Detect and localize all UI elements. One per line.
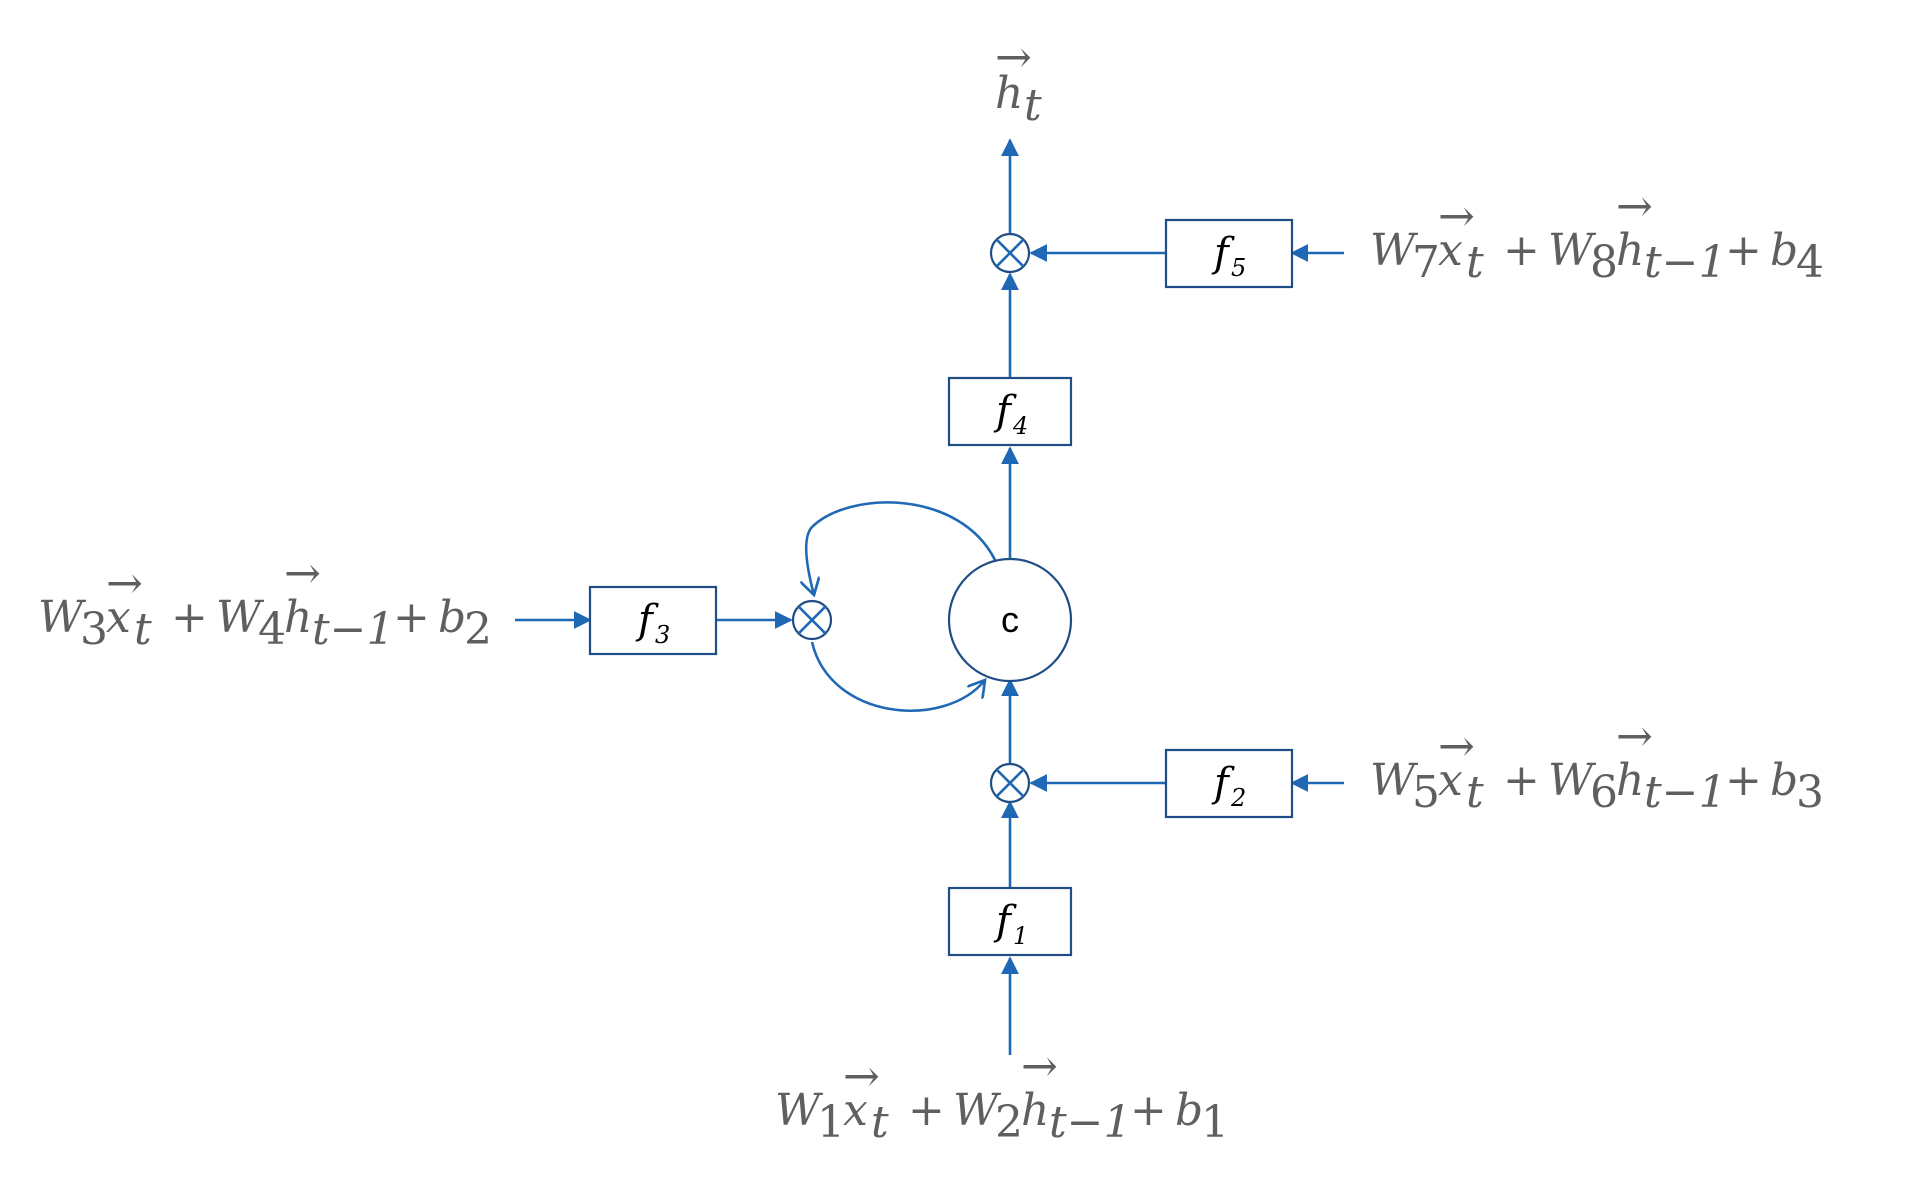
svg-text:b: b bbox=[438, 592, 466, 643]
svg-text:+: + bbox=[1725, 225, 1762, 276]
gate-f5: f 5 bbox=[1164, 218, 1294, 289]
gate-f5-sub: 5 bbox=[1231, 254, 1246, 282]
svg-text:b: b bbox=[1175, 1085, 1203, 1136]
svg-text:t−1: t−1 bbox=[312, 604, 395, 655]
gate-f2: f 2 bbox=[1164, 748, 1294, 819]
cell-label: c bbox=[1001, 599, 1019, 640]
svg-text:+: + bbox=[908, 1085, 945, 1136]
svg-text:4: 4 bbox=[258, 604, 286, 655]
svg-text:W: W bbox=[1370, 225, 1419, 276]
svg-text:t−1: t−1 bbox=[1644, 767, 1727, 818]
svg-text:W: W bbox=[38, 592, 87, 643]
svg-text:t−1: t−1 bbox=[1049, 1097, 1132, 1148]
svg-text:h: h bbox=[1616, 755, 1644, 806]
svg-text:4: 4 bbox=[1796, 237, 1824, 288]
svg-text:→: → bbox=[106, 558, 143, 609]
svg-text:t: t bbox=[134, 604, 152, 655]
svg-text:1: 1 bbox=[817, 1097, 845, 1148]
multiply-node-bottom bbox=[989, 762, 1031, 804]
gate-f1-sub: 1 bbox=[1013, 922, 1028, 950]
output-vec: → bbox=[995, 32, 1032, 83]
output-h: h bbox=[995, 68, 1023, 119]
svg-text:+: + bbox=[171, 592, 208, 643]
svg-text:W: W bbox=[1370, 755, 1419, 806]
svg-text:W: W bbox=[1548, 755, 1597, 806]
svg-text:x: x bbox=[1438, 225, 1463, 276]
svg-text:6: 6 bbox=[1590, 767, 1618, 818]
svg-text:h: h bbox=[284, 592, 312, 643]
gate-f1: f 1 bbox=[947, 886, 1073, 957]
svg-text:→: → bbox=[1438, 191, 1475, 242]
svg-text:+: + bbox=[393, 592, 430, 643]
output-label: h → t bbox=[995, 32, 1042, 131]
svg-text:t: t bbox=[871, 1097, 889, 1148]
svg-text:5: 5 bbox=[1412, 767, 1440, 818]
svg-text:t: t bbox=[1466, 237, 1484, 288]
loop-arc-top bbox=[806, 501, 997, 595]
svg-text:b: b bbox=[1770, 225, 1798, 276]
svg-text:x: x bbox=[843, 1085, 868, 1136]
svg-text:W: W bbox=[1548, 225, 1597, 276]
svg-text:→: → bbox=[1438, 721, 1475, 772]
gate-f3: f 3 bbox=[588, 585, 718, 656]
svg-text:b: b bbox=[1770, 755, 1798, 806]
svg-text:+: + bbox=[1130, 1085, 1167, 1136]
svg-text:3: 3 bbox=[80, 604, 108, 655]
svg-text:8: 8 bbox=[1590, 237, 1618, 288]
svg-text:t−1: t−1 bbox=[1644, 237, 1727, 288]
svg-text:→: → bbox=[1021, 1041, 1058, 1092]
input-equation-1: W 1 → x t + W 2 → h t−1 + b 1 bbox=[775, 1041, 1229, 1148]
svg-text:→: → bbox=[284, 548, 321, 599]
svg-text:W: W bbox=[953, 1085, 1002, 1136]
gate-f4-sub: 4 bbox=[1012, 412, 1028, 440]
svg-text:t: t bbox=[1466, 767, 1484, 818]
svg-text:+: + bbox=[1725, 755, 1762, 806]
gate-f2-sub: 2 bbox=[1230, 784, 1246, 812]
multiply-node-left bbox=[791, 599, 833, 641]
svg-text:→: → bbox=[1616, 181, 1653, 232]
svg-text:+: + bbox=[1503, 755, 1540, 806]
cell-node bbox=[947, 557, 1073, 683]
svg-text:7: 7 bbox=[1412, 237, 1440, 288]
loop-arc-bottom bbox=[810, 641, 985, 712]
svg-text:W: W bbox=[775, 1085, 824, 1136]
input-equation-3: W 3 → x t + W 4 → h t−1 + b 2 bbox=[38, 548, 492, 655]
svg-text:W: W bbox=[216, 592, 265, 643]
gate-f3-sub: 3 bbox=[655, 621, 670, 649]
input-equation-2: W 5 → x t + W 6 → h t−1 + b 3 bbox=[1370, 711, 1824, 818]
svg-text:3: 3 bbox=[1796, 767, 1824, 818]
svg-text:+: + bbox=[1503, 225, 1540, 276]
svg-text:2: 2 bbox=[995, 1097, 1023, 1148]
input-equation-4: W 7 → x t + W 8 → h t−1 + b 4 bbox=[1370, 181, 1824, 288]
gate-f4: f 4 bbox=[947, 376, 1073, 447]
multiply-node-top bbox=[989, 232, 1031, 274]
svg-text:x: x bbox=[106, 592, 131, 643]
svg-text:1: 1 bbox=[1201, 1097, 1229, 1148]
svg-text:→: → bbox=[1616, 711, 1653, 762]
svg-text:h: h bbox=[1616, 225, 1644, 276]
svg-text:2: 2 bbox=[464, 604, 492, 655]
svg-text:h: h bbox=[1021, 1085, 1049, 1136]
svg-text:→: → bbox=[843, 1051, 880, 1102]
svg-text:x: x bbox=[1438, 755, 1463, 806]
output-sub: t bbox=[1024, 80, 1042, 131]
